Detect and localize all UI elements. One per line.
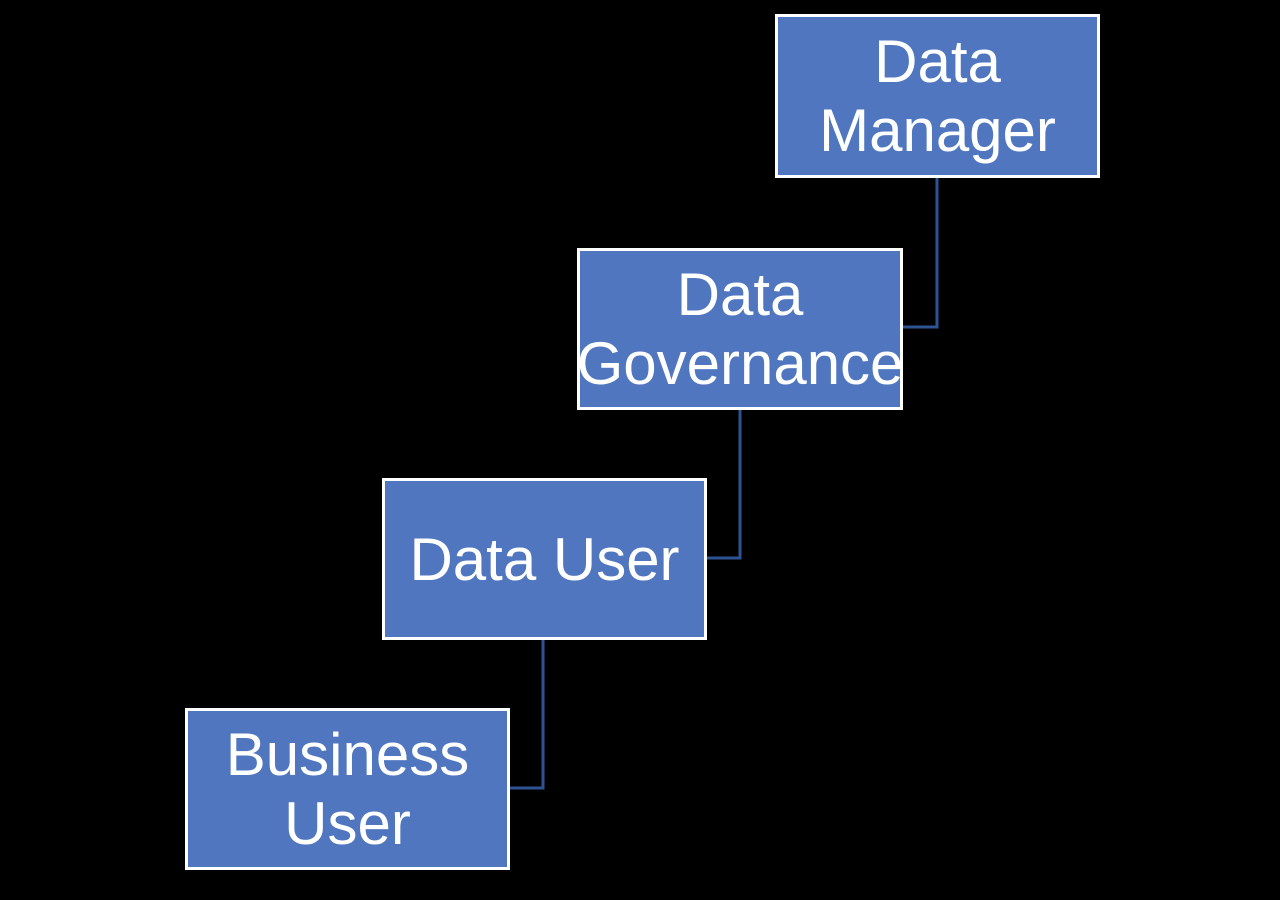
node-business-user[interactable]: Business User [185, 708, 510, 870]
connector-line [901, 178, 939, 329]
connector-line [508, 640, 545, 790]
connector-line [705, 410, 742, 560]
node-data-governance[interactable]: Data Governance [577, 248, 903, 410]
node-data-manager[interactable]: Data Manager [775, 14, 1100, 178]
node-data-user[interactable]: Data User [382, 478, 707, 640]
